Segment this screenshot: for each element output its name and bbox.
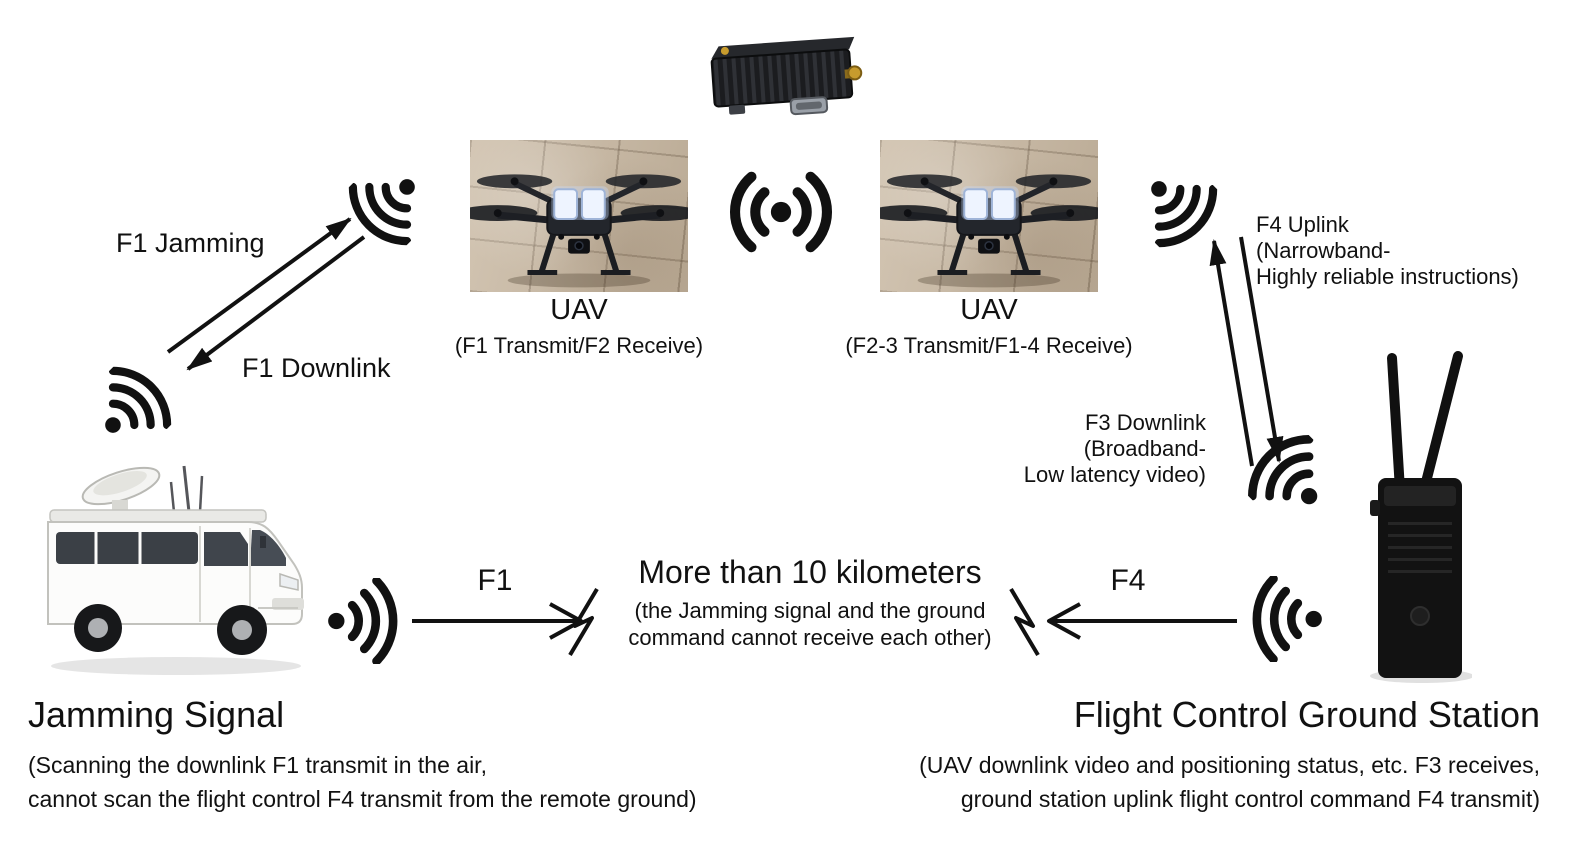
ground-station-desc-line2: ground station uplink flight control com…	[960, 786, 1540, 812]
wifi-icon-uav-left	[327, 151, 443, 267]
signal-break-icon	[568, 587, 599, 657]
jamming-van-image	[36, 448, 311, 683]
uav-right-title: UAV	[960, 294, 1018, 326]
f4-uplink-sub2: Highly reliable instructions)	[1256, 264, 1519, 289]
wifi-icon-ground-bottom	[1238, 576, 1324, 662]
f3-downlink-sub2: Low latency video)	[1023, 462, 1206, 487]
uav-drone-illustration	[470, 140, 688, 292]
f4-uplink-sub1: (Narrowband-	[1256, 238, 1391, 263]
distance-sub1: (the Jamming signal and the ground	[634, 598, 986, 623]
f4-uplink-arrow	[1209, 239, 1254, 467]
f4-uplink-label: F4 Uplink	[1256, 212, 1349, 237]
f1-blocked-label: F1	[477, 564, 513, 597]
distance-note: More than 10 kilometers (the Jamming sig…	[598, 554, 1022, 651]
uav-right-subtitle: (F2-3 Transmit/F1-4 Receive)	[845, 333, 1133, 358]
wifi-icon-jammer	[77, 345, 193, 461]
f4-blocked-arrow	[1009, 587, 1237, 657]
jammer-title: Jamming Signal	[28, 694, 285, 735]
satellite-dish-icon	[81, 466, 161, 506]
f3-downlink-label: F3 Downlink	[1084, 410, 1206, 435]
f1-downlink-label: F1 Downlink	[242, 353, 391, 383]
wifi-icon-uav-right	[1123, 153, 1239, 269]
jammer-desc-line2: cannot scan the flight control F4 transm…	[28, 786, 697, 812]
distance-title: More than 10 kilometers	[638, 554, 982, 590]
distance-sub2: command cannot receive each other)	[628, 625, 992, 650]
ground-station-title: Flight Control Ground Station	[1073, 694, 1540, 735]
wifi-icon-ground-station	[1225, 412, 1347, 534]
wifi-icon-jammer-bottom	[326, 578, 412, 664]
uav-drone-illustration	[880, 140, 1098, 292]
uav-right-photo	[880, 140, 1098, 292]
ground-station-desc-line1: (UAV downlink video and positioning stat…	[919, 752, 1540, 778]
airborne-relay-module-image	[697, 24, 867, 124]
f3-downlink-sub1: (Broadband-	[1083, 436, 1206, 461]
f4-blocked-label: F4	[1110, 564, 1146, 597]
f4-uplink-label-block: F4 Uplink (Narrowband- Highly reliable i…	[1256, 212, 1519, 290]
uav-left-subtitle: (F1 Transmit/F2 Receive)	[454, 333, 704, 358]
ground-station-device-image	[1342, 350, 1474, 685]
uav-left-title: UAV	[550, 294, 608, 326]
broadcast-relay-icon	[730, 171, 832, 253]
f1-jamming-label: F1 Jamming	[116, 228, 265, 258]
f3-downlink-label-block: F3 Downlink (Broadband- Low latency vide…	[940, 410, 1206, 488]
uav-left-photo	[470, 140, 688, 292]
jammer-desc-line1: (Scanning the downlink F1 transmit in th…	[28, 752, 487, 778]
f1-blocked-arrow	[412, 587, 599, 657]
